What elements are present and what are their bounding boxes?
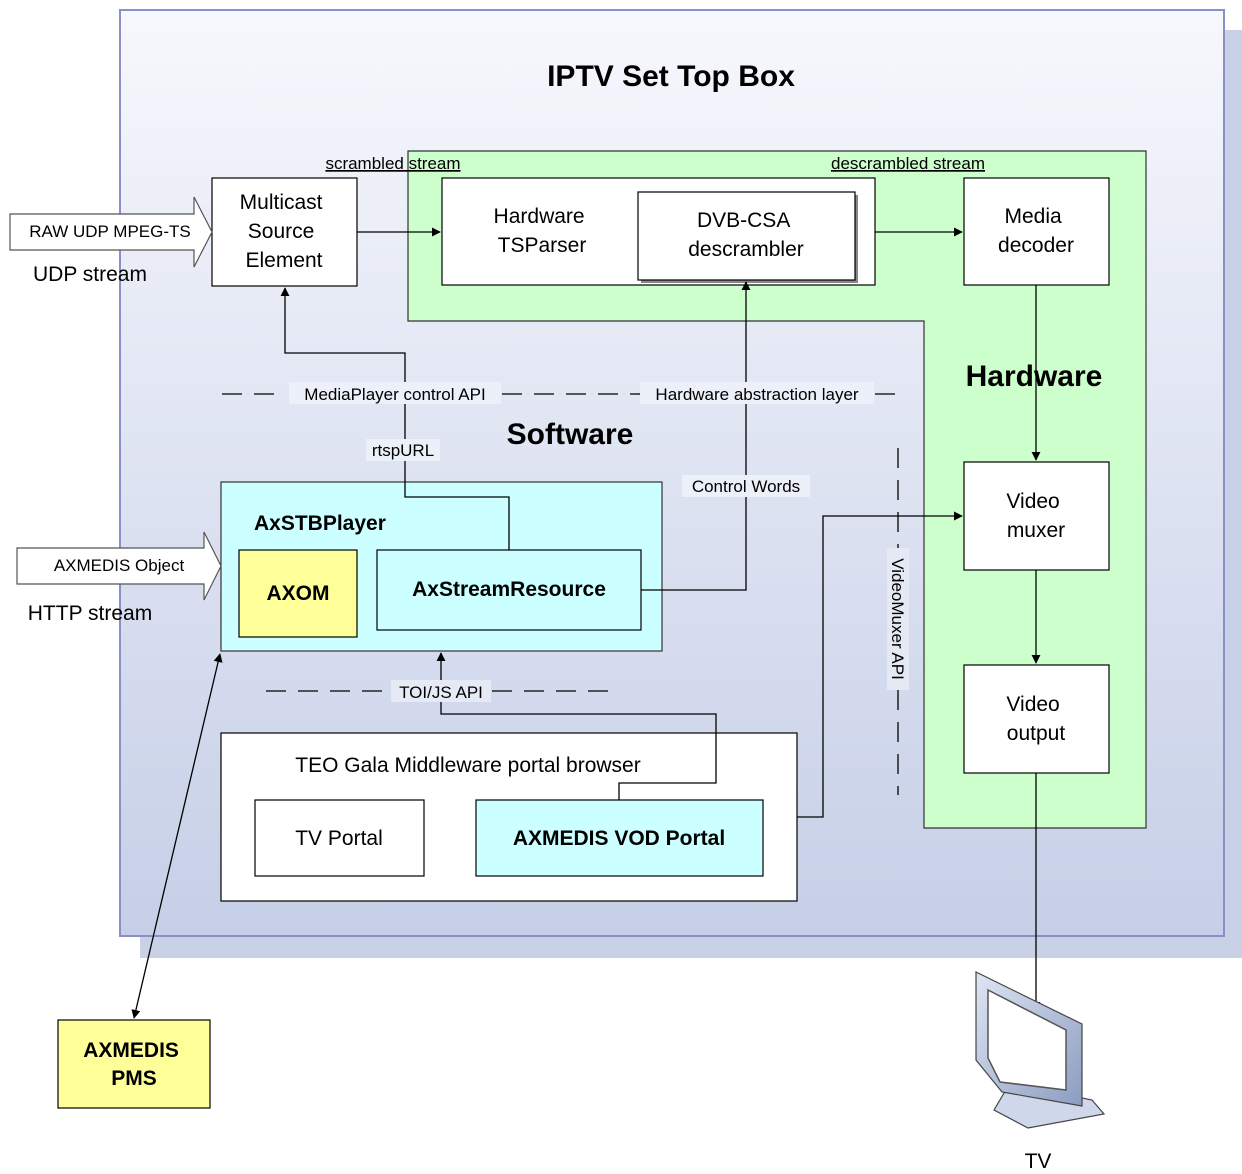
tv-icon: [975, 971, 1106, 1129]
raw-udp-label: RAW UDP MPEG-TS: [29, 222, 191, 241]
descrambled-stream-label: descrambled stream: [831, 154, 985, 173]
axmedis-pms-box: [57, 1019, 211, 1109]
output-line-2: output: [1007, 722, 1066, 745]
axmedis-vod-label: AXMEDIS VOD Portal: [513, 827, 725, 850]
toi-js-label: TOI/JS API: [399, 683, 483, 702]
multicast-line-3: Element: [245, 249, 322, 272]
axom-box: [238, 549, 358, 638]
video-output-label: Video output: [1006, 693, 1065, 745]
api-layer-lines: [222, 393, 900, 795]
hw-tsparser-label: Hardware TSParser: [494, 205, 591, 257]
conn-streamresource-multicast: [280, 287, 510, 550]
muxer-line-2: muxer: [1007, 519, 1065, 542]
multicast-source-label: Multicast Source Element: [240, 191, 329, 272]
axmedis-object-arrow-shape: [16, 531, 222, 601]
tv-screen: [987, 988, 1067, 1091]
axstreamresource-label: AxStreamResource: [412, 578, 606, 601]
videomuxer-api-label: VideoMuxer API: [888, 558, 907, 680]
hal-bg: [640, 382, 874, 404]
dvb-line-1: DVB-CSA: [697, 209, 790, 232]
media-decoder-box: [963, 177, 1110, 286]
http-stream-label: HTTP stream: [28, 602, 152, 625]
decoder-line-1: Media: [1004, 205, 1062, 228]
tv-portal-label: TV Portal: [295, 827, 383, 850]
dvb-csa-label: DVB-CSA descrambler: [688, 209, 804, 261]
video-muxer-box: [963, 461, 1110, 571]
video-output-box: [963, 664, 1110, 774]
axstbplayer-label: AxSTBPlayer: [254, 512, 386, 535]
conn-vod-axstbplayer: [436, 652, 717, 800]
dvb-csa-box: [637, 191, 856, 281]
video-muxer-label: Video muxer: [1006, 490, 1065, 542]
hardware-region: [407, 150, 1147, 829]
raw-udp-arrow-shape: [9, 196, 213, 268]
pms-line-2: PMS: [111, 1067, 157, 1090]
axmedis-pms-label: AXMEDIS PMS: [83, 1039, 185, 1090]
pms-line-1: AXMEDIS: [83, 1039, 179, 1062]
axmedis-vod-box: [475, 799, 764, 877]
hardware-region-label: Hardware: [966, 360, 1103, 393]
mediaplayer-api-bg: [289, 382, 501, 404]
control-words-label: Control Words: [692, 477, 800, 496]
muxer-line-1: Video: [1006, 490, 1059, 513]
axstreamresource-box: [376, 549, 642, 631]
axmedis-object-label: AXMEDIS Object: [54, 556, 185, 575]
multicast-line-1: Multicast: [240, 191, 323, 214]
software-region-label: Software: [507, 418, 634, 451]
rtspurl-bg: [366, 439, 440, 461]
multicast-line-2: Source: [248, 220, 315, 243]
dvb-line-2: descrambler: [688, 238, 804, 261]
tv-label: TV: [1025, 1150, 1052, 1173]
conn-pms-axstbplayer: [131, 653, 223, 1019]
toi-js-bg: [391, 680, 491, 702]
teo-gala-label: TEO Gala Middleware portal browser: [295, 754, 640, 777]
udp-stream-label: UDP stream: [33, 263, 147, 286]
axom-label: AXOM: [267, 582, 330, 605]
tv-portal-box: [254, 799, 425, 877]
tsparser-line-2: TSParser: [498, 234, 587, 257]
mediaplayer-api-label: MediaPlayer control API: [304, 385, 485, 404]
rtspurl-label: rtspURL: [372, 441, 434, 460]
media-decoder-label: Media decoder: [998, 205, 1074, 257]
conn-teo-muxer: [797, 511, 963, 818]
decoder-line-2: decoder: [998, 234, 1074, 257]
videomuxer-api-bg: [887, 548, 909, 690]
diagram-title: IPTV Set Top Box: [547, 60, 795, 93]
hal-label: Hardware abstraction layer: [655, 385, 858, 404]
output-line-1: Video: [1006, 693, 1059, 716]
scrambled-stream-label: scrambled stream: [325, 154, 460, 173]
control-words-bg: [682, 475, 810, 497]
tsparser-line-1: Hardware: [494, 205, 585, 228]
